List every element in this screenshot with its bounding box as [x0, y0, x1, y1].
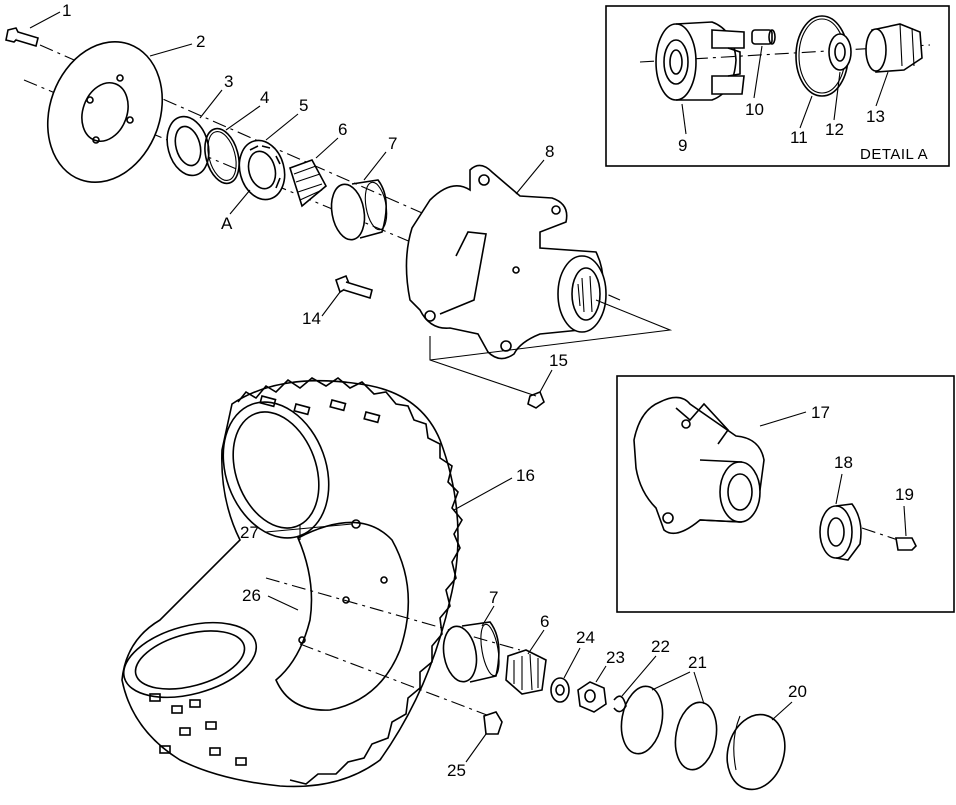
- part-25-lug-nut: [483, 711, 503, 735]
- callout-25: 25: [447, 761, 466, 780]
- callout-5: 5: [299, 96, 308, 115]
- callout-18: 18: [834, 453, 853, 472]
- part-4-snap-ring: [204, 127, 240, 185]
- part-7-bearing-race: [330, 179, 388, 241]
- upper-axis: [39, 44, 621, 301]
- callout-3: 3: [224, 72, 233, 91]
- part-24-washer: [550, 677, 570, 703]
- part-3-seal: [166, 115, 210, 177]
- part-13-cap-nut: [865, 23, 923, 73]
- callout-22: 22: [651, 637, 670, 656]
- callout-12: 12: [825, 120, 844, 139]
- callout-6-lower: 6: [540, 612, 549, 631]
- callout-20: 20: [788, 682, 807, 701]
- callout-1: 1: [62, 1, 71, 20]
- hub-detail-frame: [616, 375, 955, 613]
- hub-detail-panel: 17 18 19: [616, 375, 955, 613]
- part-19-screw: [861, 527, 917, 551]
- callout-17: 17: [811, 403, 830, 422]
- part-1-bolt: [5, 27, 39, 48]
- callout-7: 7: [388, 134, 397, 153]
- lower-axis-2: [299, 643, 501, 721]
- callout-7-lower: 7: [489, 588, 498, 607]
- part-20-hub-cap: [726, 713, 786, 791]
- callout-15: 15: [549, 351, 568, 370]
- callout-13: 13: [866, 107, 885, 126]
- callout-2: 2: [196, 32, 205, 51]
- callout-24: 24: [576, 628, 595, 647]
- callout-23: 23: [606, 648, 625, 667]
- callout-10: 10: [745, 100, 764, 119]
- part-9-clutch-body: [655, 21, 745, 101]
- part-12-washer: [828, 33, 852, 71]
- part-21-o-rings: [620, 685, 718, 771]
- callout-14: 14: [302, 309, 321, 328]
- part-14-bolt: [335, 274, 373, 300]
- callout-6: 6: [338, 120, 347, 139]
- detail-a-frame: [605, 5, 950, 167]
- callout-21: 21: [688, 653, 707, 672]
- detail-a-caption: DETAIL A: [860, 146, 928, 163]
- callout-4: 4: [260, 88, 269, 107]
- part-8-hub-housing: [405, 164, 607, 360]
- part-5-bearing-cage: [238, 139, 286, 201]
- callout-27: 27: [240, 523, 259, 542]
- guide-line-hub: [429, 299, 673, 361]
- part-10-pin: [751, 29, 776, 45]
- part-7-lower-race: [442, 621, 500, 683]
- part-2-brake-disc: [46, 40, 164, 184]
- detail-reference-a: A: [221, 214, 233, 233]
- part-6-roller-bearing: [289, 159, 328, 208]
- part-16-tire: [121, 377, 463, 788]
- part-17-hub: [633, 396, 765, 535]
- part-15-nut: [527, 390, 545, 409]
- part-26-rim: [275, 519, 410, 711]
- callout-9: 9: [678, 136, 687, 155]
- part-6-lower-bearing: [505, 649, 547, 695]
- part-23-nut: [577, 681, 607, 713]
- callout-26: 26: [242, 586, 261, 605]
- lower-axis: [265, 577, 521, 651]
- callout-16: 16: [516, 466, 535, 485]
- callout-11: 11: [790, 128, 808, 147]
- callout-8: 8: [545, 142, 554, 161]
- part-18-clutch: [819, 503, 862, 561]
- callout-19: 19: [895, 485, 914, 504]
- detail-a-panel: 9 10 11 12 13 DETAIL A: [605, 5, 950, 167]
